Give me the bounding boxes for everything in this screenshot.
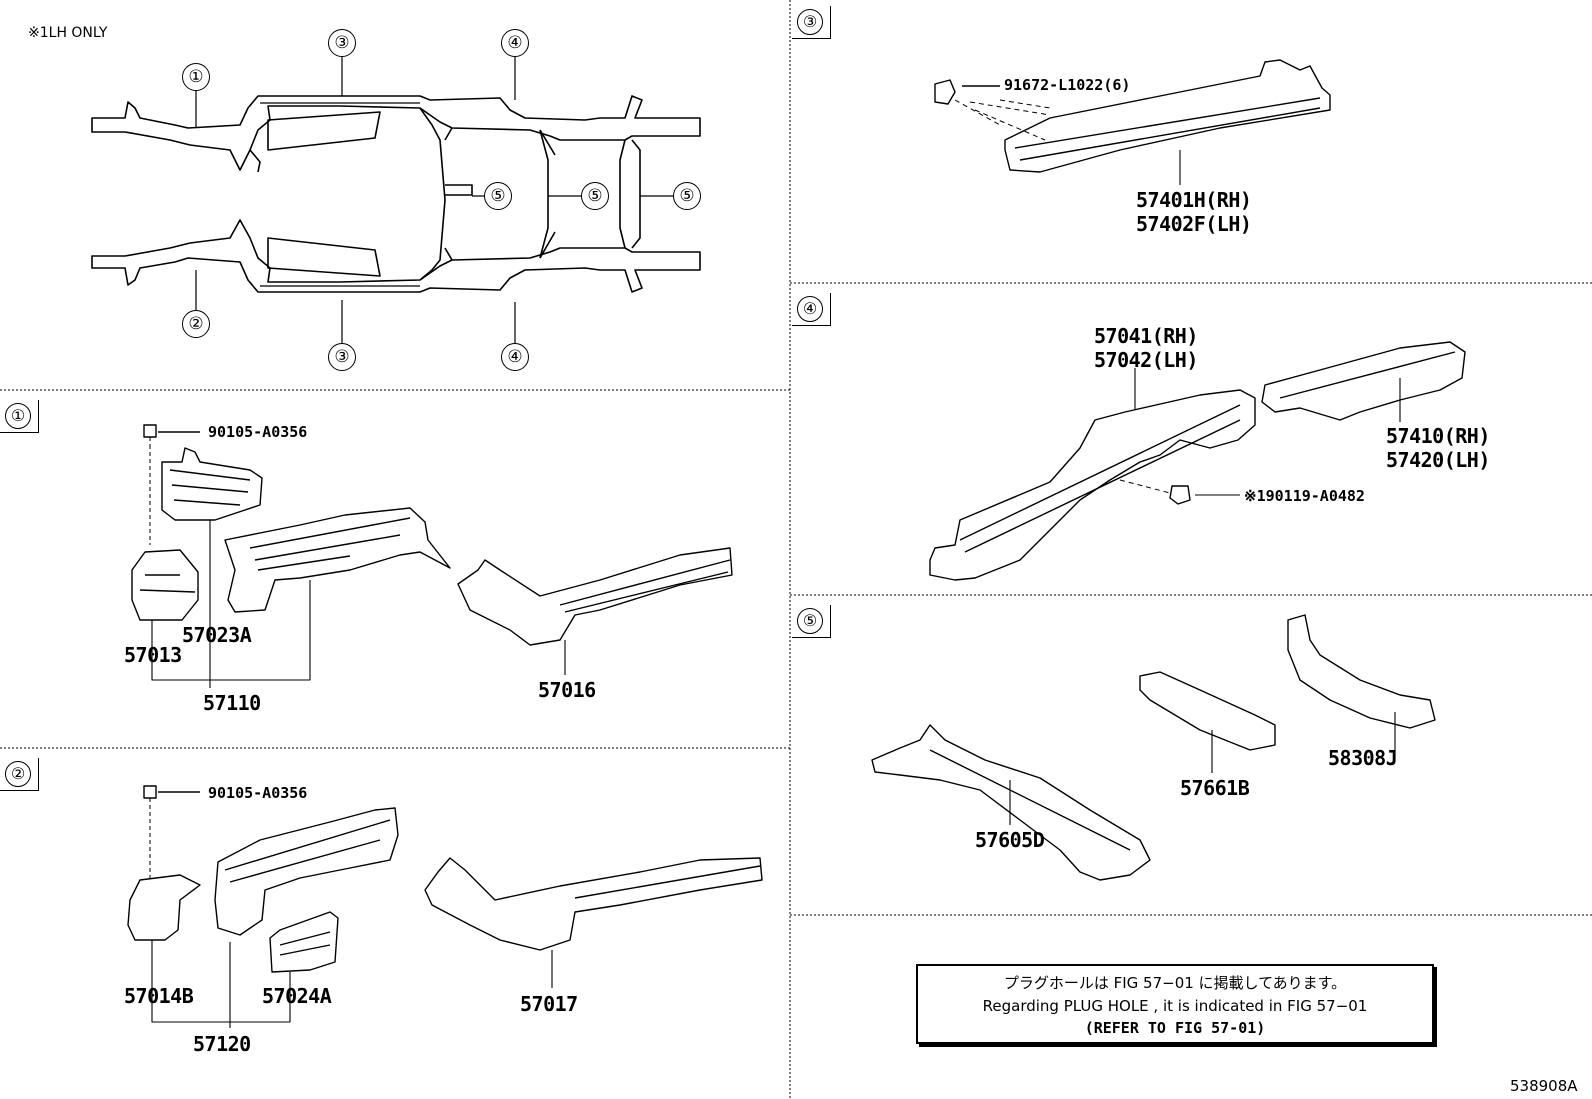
s1-bolt-label: 90105-A0356 xyxy=(208,423,308,441)
section-3-drawing xyxy=(934,59,1331,185)
s5-part-57661B: 57661B xyxy=(1180,776,1250,800)
callout-4-bottom: ④ xyxy=(501,343,529,371)
callout-2: ② xyxy=(182,310,210,338)
callout-5-b: ⑤ xyxy=(581,182,609,210)
s3-part-57401H: 57401H(RH) xyxy=(1136,188,1252,212)
s4-part-57042: 57042(LH) xyxy=(1094,348,1198,372)
callout-5-a: ⑤ xyxy=(484,182,512,210)
s1-part-57016: 57016 xyxy=(538,678,596,702)
section-1-drawing xyxy=(131,424,733,688)
s3-bolt-label: 91672-L1022(6) xyxy=(1004,76,1131,94)
s4-part-57420: 57420(LH) xyxy=(1386,448,1490,472)
section-tag-5: ⑤ xyxy=(792,605,831,638)
figure-code: 538908A xyxy=(1510,1077,1578,1095)
note-line-refer: (REFER TO FIG 57-01) xyxy=(1084,1019,1266,1037)
s2-bolt-label: 90105-A0356 xyxy=(208,784,308,802)
s1-part-57013: 57013 xyxy=(124,643,182,667)
callout-3-top: ③ xyxy=(328,29,356,57)
s5-part-58308J: 58308J xyxy=(1328,746,1398,770)
frame-overview xyxy=(91,56,701,346)
s2-part-57017: 57017 xyxy=(520,992,578,1016)
note-line-en: Regarding PLUG HOLE , it is indicated in… xyxy=(982,997,1368,1015)
callout-5-c: ⑤ xyxy=(673,182,701,210)
s2-part-57120: 57120 xyxy=(193,1032,251,1056)
plug-hole-note: プラグホールは FIG 57−01 に掲載してあります。 Regarding P… xyxy=(916,964,1434,1044)
s4-part-57041: 57041(RH) xyxy=(1094,324,1198,348)
note-line-jp: プラグホールは FIG 57−01 に掲載してあります。 xyxy=(1003,974,1347,992)
section-tag-2: ② xyxy=(0,758,39,791)
callout-1: ① xyxy=(182,63,210,91)
s5-part-57605D: 57605D xyxy=(975,828,1045,852)
callout-4-top: ④ xyxy=(501,29,529,57)
callout-3-bottom: ③ xyxy=(328,343,356,371)
section-tag-3: ③ xyxy=(792,6,831,39)
s4-bolt-label: ※190119-A0482 xyxy=(1244,487,1365,505)
section-tag-1: ① xyxy=(0,400,39,433)
s2-part-57024A: 57024A xyxy=(262,984,332,1008)
s4-part-57410: 57410(RH) xyxy=(1386,424,1490,448)
s3-part-57402F: 57402F(LH) xyxy=(1136,212,1252,236)
section-2-drawing xyxy=(127,785,763,1028)
s1-part-57023A: 57023A xyxy=(182,623,252,647)
s2-part-57014B: 57014B xyxy=(124,984,194,1008)
section-5-drawing xyxy=(871,614,1436,881)
lh-only-note: ※1LH ONLY xyxy=(28,25,108,41)
section-4-drawing xyxy=(929,341,1466,581)
s1-part-57110: 57110 xyxy=(203,691,261,715)
section-tag-4: ④ xyxy=(792,293,831,326)
